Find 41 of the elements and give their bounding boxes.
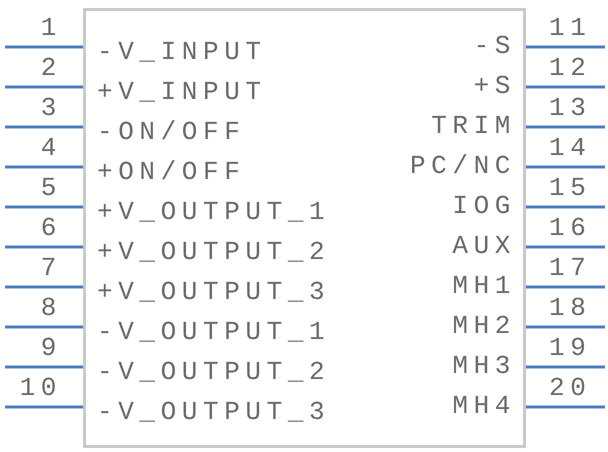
pin-number: 12 bbox=[549, 54, 592, 82]
component-body bbox=[83, 8, 526, 448]
pin-number: 13 bbox=[549, 94, 592, 122]
pin-number: 15 bbox=[549, 174, 592, 202]
pin-name: +V_OUTPUT_2 bbox=[97, 238, 330, 266]
pin-number: 4 bbox=[40, 134, 62, 162]
pin-name: +V_OUTPUT_3 bbox=[97, 278, 330, 306]
pin-number: 9 bbox=[40, 334, 62, 362]
pin-number: 14 bbox=[549, 134, 592, 162]
pin-name: -S bbox=[474, 32, 516, 60]
pin-name: TRIM bbox=[431, 112, 516, 140]
pin-name: IOG bbox=[452, 192, 516, 220]
pin-name: -V_OUTPUT_1 bbox=[97, 318, 330, 346]
pin-number: 10 bbox=[20, 374, 62, 402]
pin-number: 6 bbox=[40, 214, 62, 242]
pin-name: +ON/OFF bbox=[97, 158, 246, 186]
pin-number: 3 bbox=[40, 94, 62, 122]
pin-name: MH1 bbox=[452, 272, 516, 300]
pin-name: AUX bbox=[452, 232, 516, 260]
pin-name: -ON/OFF bbox=[97, 118, 246, 146]
pin-name: -V_INPUT bbox=[97, 38, 267, 66]
pin-name: +S bbox=[474, 72, 516, 100]
pin-number: 5 bbox=[40, 174, 62, 202]
pin-name: -V_OUTPUT_3 bbox=[97, 398, 330, 426]
pin-name: MH3 bbox=[452, 352, 516, 380]
pin-number: 2 bbox=[40, 54, 62, 82]
pin-number: 19 bbox=[549, 334, 592, 362]
pin-name: -V_OUTPUT_2 bbox=[97, 358, 330, 386]
pin-number: 20 bbox=[549, 374, 592, 402]
pin-number: 8 bbox=[40, 294, 62, 322]
pin-name: PC/NC bbox=[410, 152, 516, 180]
pin-number: 16 bbox=[549, 214, 592, 242]
pin-name: +V_OUTPUT_1 bbox=[97, 198, 330, 226]
pin-name: +V_INPUT bbox=[97, 78, 267, 106]
pin-number: 17 bbox=[549, 254, 592, 282]
pin-name: MH2 bbox=[452, 312, 516, 340]
pin-number: 1 bbox=[40, 14, 62, 42]
pin-number: 11 bbox=[549, 14, 592, 42]
pin-name: MH4 bbox=[452, 392, 516, 420]
pin-number: 18 bbox=[549, 294, 592, 322]
pin-number: 7 bbox=[40, 254, 62, 282]
